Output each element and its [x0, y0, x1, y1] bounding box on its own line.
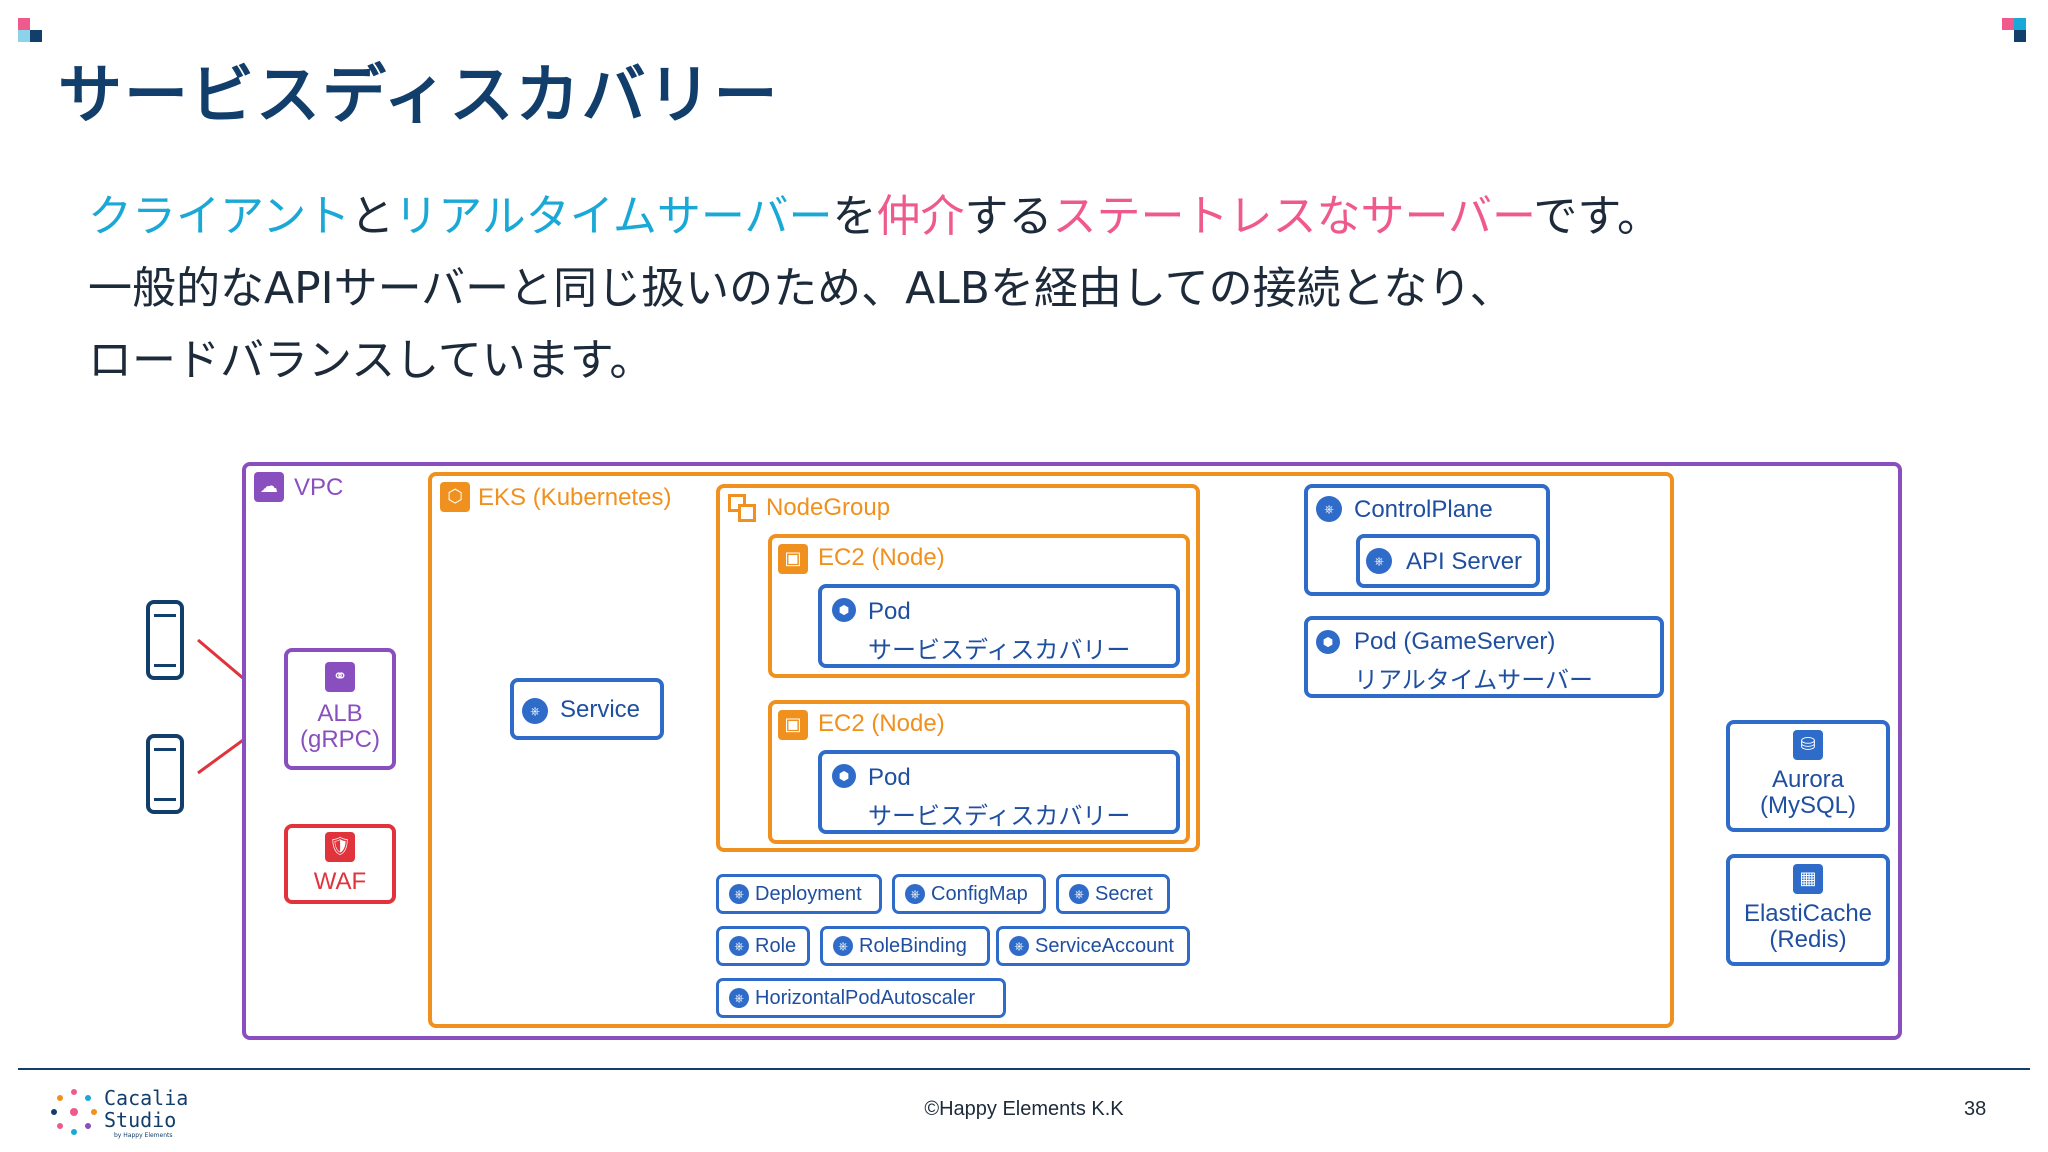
- alb-label: ALB: [317, 700, 363, 727]
- k8s-icon: ⎈: [905, 884, 925, 904]
- controlplane-label: ControlPlane: [1354, 496, 1493, 523]
- logo-text-line1: Cacalia: [104, 1086, 189, 1110]
- k8s-icon: ⎈: [833, 936, 853, 956]
- resource-configmap: ⎈ConfigMap: [892, 874, 1046, 914]
- resource-rolebinding: ⎈RoleBinding: [820, 926, 990, 966]
- controlplane-icon: ⎈: [1316, 496, 1342, 522]
- resource-horizontalpodautoscaler: ⎈HorizontalPodAutoscaler: [716, 978, 1006, 1018]
- eks-icon: ⬡: [440, 482, 470, 512]
- pod-box: [818, 750, 1180, 834]
- footer-divider: [18, 1068, 2030, 1070]
- elasticache-engine-label: (Redis): [1769, 926, 1847, 953]
- gameserver-pod-box: [1304, 616, 1664, 698]
- description-line-1: クライアントとリアルタイムサーバーを仲介するステートレスなサーバーです。: [88, 191, 1662, 242]
- ec2-icon: ▣: [778, 544, 808, 574]
- pod-subtitle: サービスディスカバリー: [868, 803, 1131, 830]
- service-label: Service: [560, 696, 641, 723]
- waf-label: WAF: [313, 868, 367, 895]
- cache-icon: ▦: [1793, 864, 1823, 894]
- resource-serviceaccount: ⎈ServiceAccount: [996, 926, 1190, 966]
- firewall-icon: 🛡: [325, 832, 355, 862]
- vpc-icon: ☁: [254, 472, 284, 502]
- pod-icon: ⬢: [832, 598, 856, 622]
- gameserver-pod-label: Pod (GameServer): [1354, 628, 1556, 655]
- pod-icon: ⬢: [832, 764, 856, 788]
- page-number: 38: [1964, 1098, 1987, 1120]
- mobile-client-icon: [146, 734, 184, 814]
- corner-decoration-left: [18, 18, 44, 44]
- aurora-engine-label: (MySQL): [1760, 792, 1856, 819]
- ec2-node-label: EC2 (Node): [818, 710, 945, 737]
- k8s-icon: ⎈: [1009, 936, 1029, 956]
- resource-secret: ⎈Secret: [1056, 874, 1170, 914]
- nodegroup-icon: [728, 494, 758, 524]
- pod-icon: ⬢: [1316, 630, 1340, 654]
- description-line-2: 一般的なAPIサーバーと同じ扱いのため、ALBを経由しての接続となり、: [88, 263, 1514, 314]
- k8s-icon: ⎈: [729, 988, 749, 1008]
- eks-label: EKS (Kubernetes): [478, 484, 672, 511]
- elasticache-label: ElastiCache: [1743, 900, 1873, 927]
- database-icon: ⛁: [1793, 730, 1823, 760]
- load-balancer-icon: ⚭: [325, 662, 355, 692]
- cacalia-logo: Cacalia Studio by Happy Elements: [50, 1086, 190, 1142]
- aurora-label: Aurora: [1771, 766, 1845, 793]
- pod-label: Pod: [868, 764, 911, 791]
- description-line-3: ロードバランスしています。: [88, 335, 654, 386]
- k8s-icon: ⎈: [1069, 884, 1089, 904]
- resource-deployment: ⎈Deployment: [716, 874, 882, 914]
- ec2-node-label: EC2 (Node): [818, 544, 945, 571]
- api-server-label: API Server: [1406, 548, 1523, 575]
- pod-subtitle: サービスディスカバリー: [868, 637, 1131, 664]
- alb-box: [284, 648, 396, 770]
- vpc-label: VPC: [294, 474, 344, 501]
- pod-label: Pod: [868, 598, 911, 625]
- logo-text-line2: Studio: [104, 1108, 177, 1132]
- nodegroup-label: NodeGroup: [766, 494, 891, 521]
- alb-protocol-label: (gRPC): [299, 726, 380, 753]
- gameserver-pod-subtitle: リアルタイムサーバー: [1354, 667, 1594, 694]
- ec2-icon: ▣: [778, 710, 808, 740]
- pod-box: [818, 584, 1180, 668]
- k8s-icon: ⎈: [729, 936, 749, 956]
- mobile-client-icon: [146, 600, 184, 680]
- k8s-icon: ⎈: [729, 884, 749, 904]
- page-title: サービスディスカバリー: [58, 59, 780, 133]
- logo-mark-icon: [51, 1089, 97, 1135]
- copyright: ©Happy Elements K.K: [924, 1098, 1124, 1120]
- logo-subtext: by Happy Elements: [114, 1132, 173, 1139]
- resource-role: ⎈Role: [716, 926, 810, 966]
- service-icon: ⎈: [522, 698, 548, 724]
- api-server-icon: ⎈: [1366, 548, 1392, 574]
- corner-decoration-right: [2002, 18, 2028, 44]
